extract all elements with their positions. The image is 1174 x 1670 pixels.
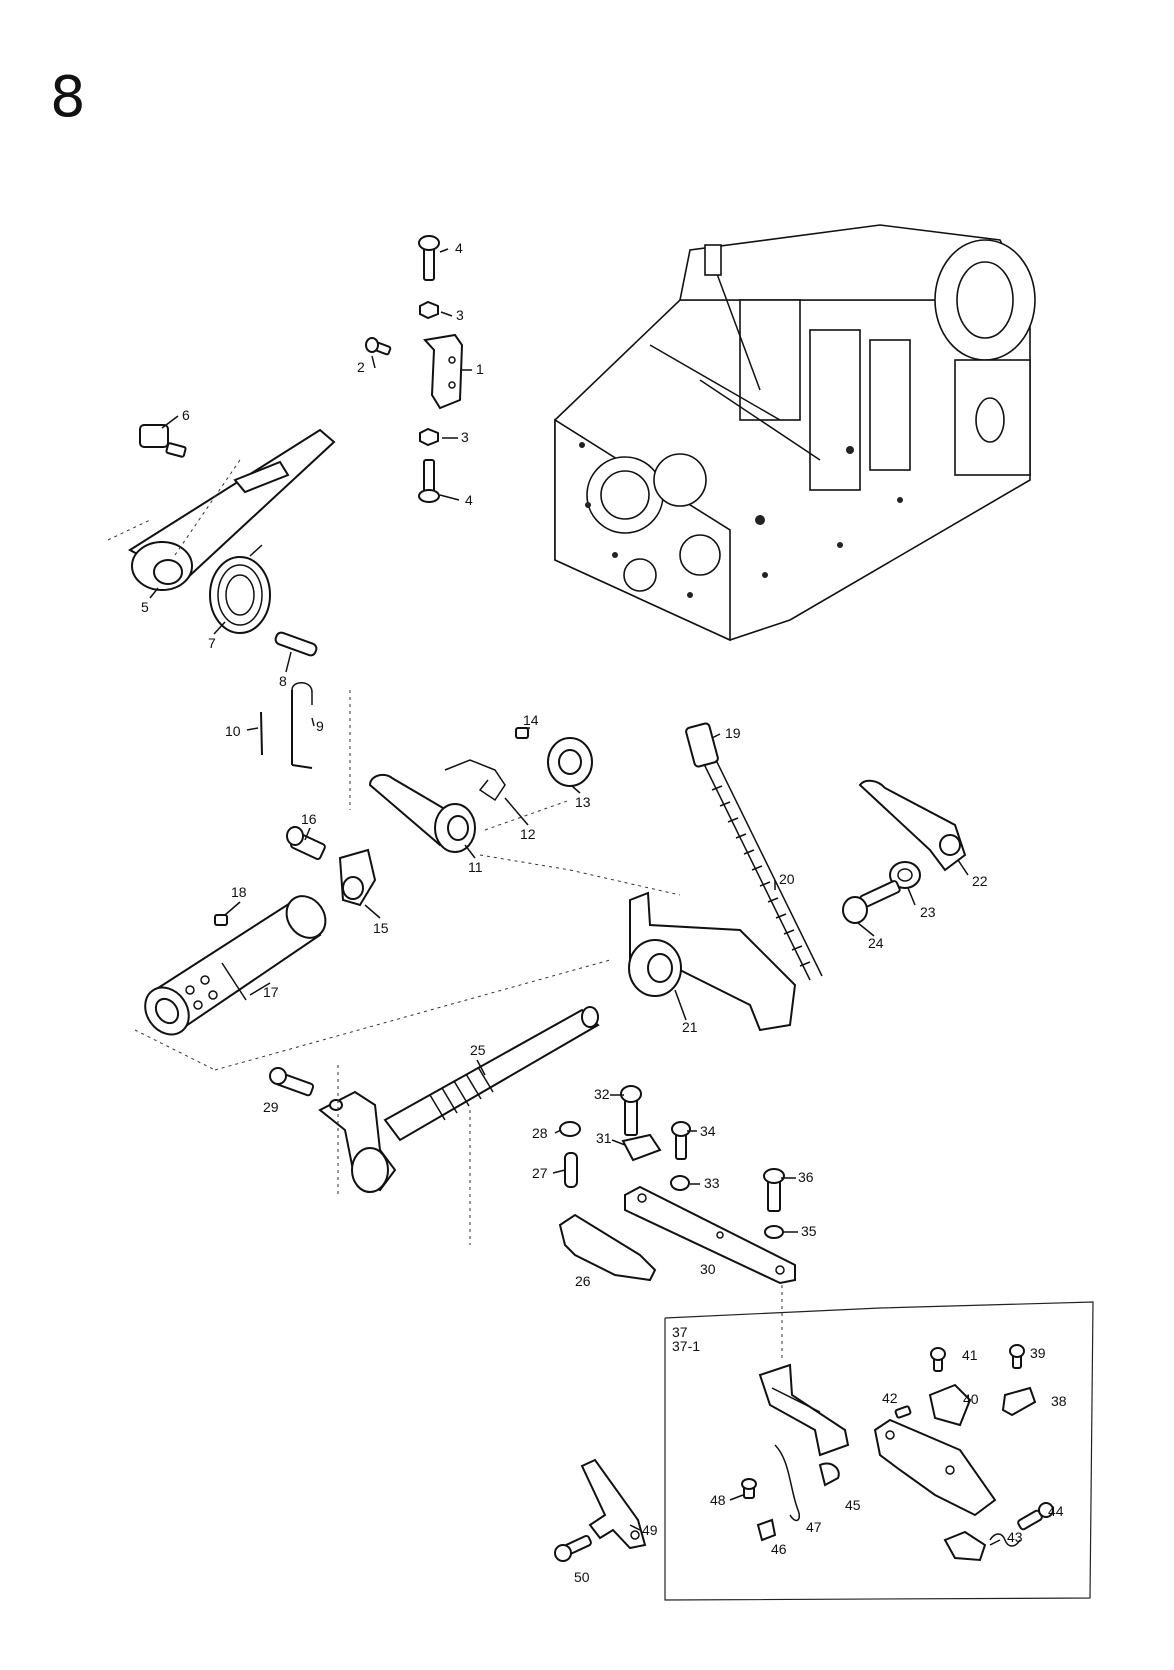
callout-7: 7 [208, 635, 216, 651]
callout-27: 27 [532, 1165, 548, 1181]
callout-21: 21 [682, 1019, 698, 1035]
callout-19: 19 [725, 725, 741, 741]
callout-5: 5 [141, 599, 149, 615]
part-group-lever-arm [107, 424, 336, 657]
callout-33: 33 [704, 1175, 720, 1191]
callout-32: 32 [594, 1086, 610, 1102]
page-number: 8 [50, 65, 86, 130]
callout-15: 15 [373, 920, 389, 936]
part-group-bracket [365, 235, 464, 503]
callout-14: 14 [523, 712, 539, 728]
callout-10: 10 [225, 723, 241, 739]
callout-48: 48 [710, 1492, 726, 1508]
callout-49: 49 [642, 1522, 658, 1538]
callout-24: 24 [868, 935, 884, 951]
callout-26: 26 [575, 1273, 591, 1289]
callout-22: 22 [972, 873, 988, 889]
callout-23: 23 [920, 904, 936, 920]
inset-box [664, 1285, 1094, 1601]
callout-2: 2 [357, 359, 365, 375]
part-group-shaft [269, 1006, 600, 1245]
callout-17: 17 [263, 984, 279, 1000]
callout-12: 12 [520, 826, 536, 842]
callout-20: 20 [779, 871, 795, 887]
callout-47: 47 [806, 1519, 822, 1535]
callout-45: 45 [845, 1497, 861, 1513]
callout-31: 31 [596, 1130, 612, 1146]
callout-50: 50 [574, 1569, 590, 1585]
part-group-crank-arm [286, 727, 593, 907]
callout-43: 43 [1007, 1529, 1023, 1545]
callout-30: 30 [700, 1261, 716, 1277]
callout-25: 25 [470, 1042, 486, 1058]
callout-13: 13 [575, 794, 591, 810]
callout-18: 18 [231, 884, 247, 900]
part-group-latch [554, 1458, 647, 1562]
inset-label-37: 37 [672, 1324, 688, 1340]
callout-35: 35 [801, 1223, 817, 1239]
callout-28: 28 [532, 1125, 548, 1141]
callout-40: 40 [963, 1391, 979, 1407]
callout-46: 46 [771, 1541, 787, 1557]
callout-29: 29 [263, 1099, 279, 1115]
callout-42: 42 [882, 1390, 898, 1406]
callout-1: 1 [476, 361, 484, 377]
callout-4: 4 [455, 240, 463, 256]
callout-labels: 1 2 3 3 4 4 5 6 7 8 9 10 11 12 13 14 15 … [141, 240, 1067, 1585]
machine-body-drawing [554, 224, 1036, 642]
part-group-hook-pin [260, 682, 351, 810]
callout-6: 6 [182, 407, 190, 423]
leader-lines [149, 248, 1001, 1546]
callout-39: 39 [1030, 1345, 1046, 1361]
callout-16: 16 [301, 811, 317, 827]
part-group-sleeve [134, 895, 611, 1071]
callout-9: 9 [316, 718, 324, 734]
callout-34: 34 [700, 1123, 716, 1139]
callout-3: 3 [461, 429, 469, 445]
callout-4: 4 [465, 492, 473, 508]
callout-8: 8 [279, 673, 287, 689]
part-group-spring-foot [479, 722, 967, 1032]
callout-3: 3 [456, 307, 464, 323]
callout-11: 11 [468, 859, 483, 875]
part-group-feed-bar [558, 1085, 796, 1285]
callout-38: 38 [1051, 1393, 1067, 1409]
inset-label-37-1: 37-1 [672, 1338, 700, 1354]
callout-41: 41 [962, 1347, 978, 1363]
callout-44: 44 [1048, 1503, 1064, 1519]
callout-36: 36 [798, 1169, 814, 1185]
